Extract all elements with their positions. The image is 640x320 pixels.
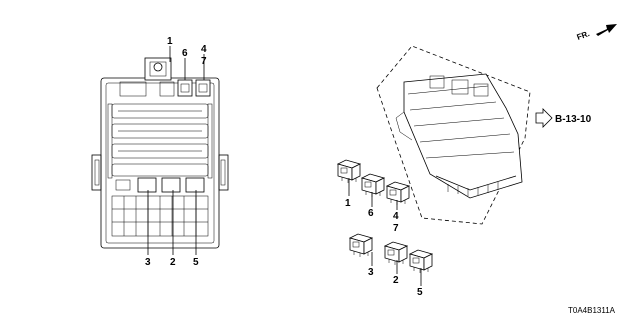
relay-group [336,159,434,273]
callout-box-7: 7 [201,56,207,67]
direction-label: FR. [576,29,591,42]
callout-box-6: 6 [182,48,188,59]
relay-3-icon [348,233,374,257]
callout-relay-5: 5 [417,287,423,298]
front-arrow-icon [596,24,617,36]
callout-relay-6: 6 [368,208,374,219]
relay-2-icon [383,241,409,265]
relay-47-icon [385,181,411,205]
diagram-code: T0A4B1311A [568,306,616,315]
arrow-right-icon [535,108,553,128]
callout-box-1: 1 [167,36,173,47]
reference-label[interactable]: B-13-10 [555,114,592,125]
relay-5-icon [408,249,434,273]
relay-6-icon [360,173,386,197]
fuse-box-front-view [91,46,229,255]
callout-relay-3: 3 [368,267,374,278]
callout-relay-4: 4 [393,211,399,222]
callout-relay-7: 7 [393,223,399,234]
callout-box-2: 2 [170,257,176,268]
callout-box-3: 3 [145,257,151,268]
relay-1-icon [336,159,362,183]
callout-relay-1: 1 [345,198,351,209]
fuse-box-iso-view [376,45,531,225]
callout-box-5: 5 [193,257,199,268]
callout-box-4: 4 [201,44,207,55]
callout-relay-2: 2 [393,275,399,286]
